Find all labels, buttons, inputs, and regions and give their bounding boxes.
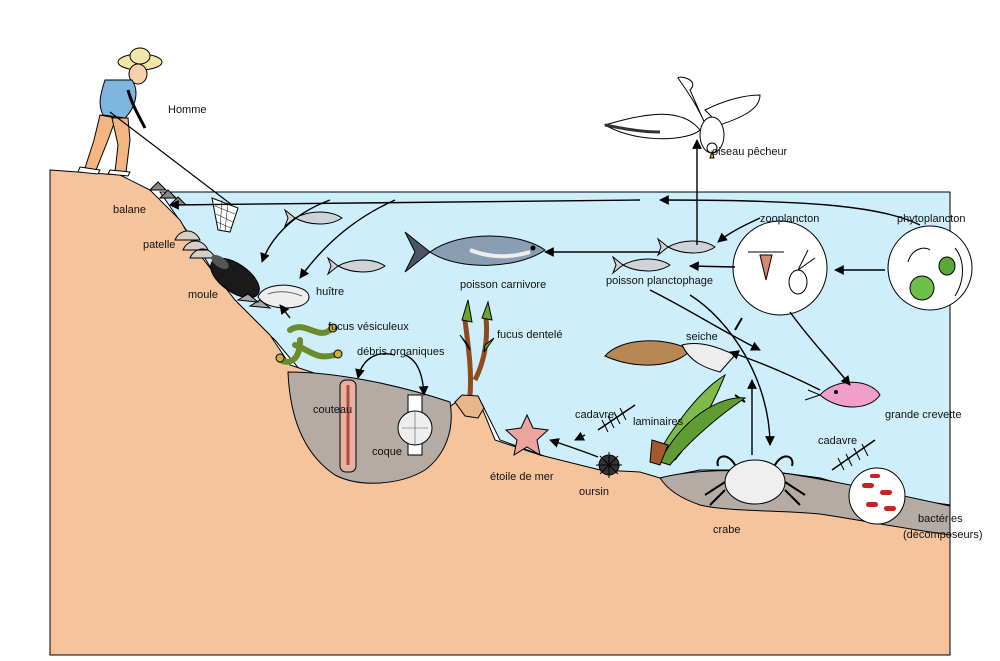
bacteria-bubble	[848, 467, 906, 525]
bladder-wrack	[275, 323, 343, 365]
fish-herring-2	[326, 256, 386, 276]
razor-clam	[339, 379, 357, 473]
label-huitre: huître	[316, 286, 344, 298]
arrow-to-shrimp-long	[649, 289, 761, 351]
label-coque: coque	[372, 446, 402, 458]
label-poisson-carnivore: poisson carnivore	[460, 279, 546, 291]
label-zooplancton: zooplancton	[760, 213, 819, 225]
label-oursin: oursin	[579, 486, 609, 498]
label-bacteries: bactéries	[918, 513, 963, 525]
fish-planktivore-1	[656, 237, 716, 257]
label-oiseau-pecheur: oiseau pêcheur	[712, 146, 788, 158]
arrow-urchin-to-star	[549, 438, 599, 458]
label-cadavre-1: cadavre	[575, 409, 614, 421]
arrow-debris-to-razor	[355, 353, 396, 379]
rock-outcrop	[454, 394, 485, 419]
arrow-top-to-shore	[169, 199, 641, 210]
fish-planktivore-2	[611, 255, 671, 275]
label-fucus-vesiculeux: fucus vésiculeux	[328, 321, 409, 333]
label-patelle: patelle	[143, 239, 175, 251]
seagull	[603, 76, 761, 159]
oyster	[257, 284, 310, 309]
cockle	[397, 394, 433, 456]
fish-skeleton-1	[597, 404, 636, 433]
phytoplankton-bubble	[887, 225, 973, 311]
label-grande-crevette: grande crevette	[885, 409, 961, 421]
mussels	[210, 254, 272, 309]
labels: Homme oiseau pêcheur zooplancton phytopl…	[113, 104, 982, 541]
arrow-debris-to-cockle	[404, 354, 429, 396]
starfish	[504, 413, 550, 457]
arrow-to-crab	[689, 294, 775, 446]
fishing-net	[109, 111, 239, 233]
label-decomposeurs: (décomposeurs)	[903, 529, 982, 541]
fish-skeleton-2	[831, 439, 876, 471]
arrow-shrimp-to-cuttle	[729, 350, 821, 391]
kelp	[649, 373, 747, 466]
label-moule: moule	[188, 289, 218, 301]
toothed-wrack	[459, 299, 495, 396]
arrow-phyto-top	[659, 195, 921, 226]
label-seiche: seiche	[686, 331, 718, 343]
arrow-zoo-to-shrimp	[789, 311, 851, 386]
arrow-to-oyster	[299, 199, 396, 279]
arrow-zoo-to-fish	[717, 217, 761, 243]
sea-urchin	[596, 452, 622, 478]
arrow-wrack-to-oyster	[279, 304, 291, 319]
label-etoile-de-mer: étoile de mer	[490, 471, 554, 483]
cuttlefish	[604, 317, 746, 403]
label-laminaires: laminaires	[633, 416, 684, 428]
label-phytoplancton: phytoplancton	[897, 213, 966, 225]
fish-herring-1	[283, 208, 343, 228]
label-cadavre-2: cadavre	[818, 435, 857, 447]
label-fucus-dentele: fucus dentelé	[497, 329, 562, 341]
shrimp	[804, 381, 881, 408]
label-homme: Homme	[168, 104, 207, 116]
arrow-zoo-to-fish2	[689, 261, 736, 272]
label-debris-organiques: débris organiques	[357, 346, 445, 358]
label-couteau: couteau	[313, 404, 352, 416]
crab	[704, 455, 806, 506]
zooplankton-bubble	[732, 220, 828, 316]
human-figure	[77, 47, 163, 177]
arrow-to-mussel	[260, 199, 331, 263]
label-poisson-planctophage: poisson planctophage	[606, 275, 713, 287]
trophic-arrows	[169, 139, 921, 458]
arrow-skeleton-to-urchin	[574, 431, 586, 441]
label-crabe: crabe	[713, 524, 741, 536]
label-balane: balane	[113, 204, 146, 216]
